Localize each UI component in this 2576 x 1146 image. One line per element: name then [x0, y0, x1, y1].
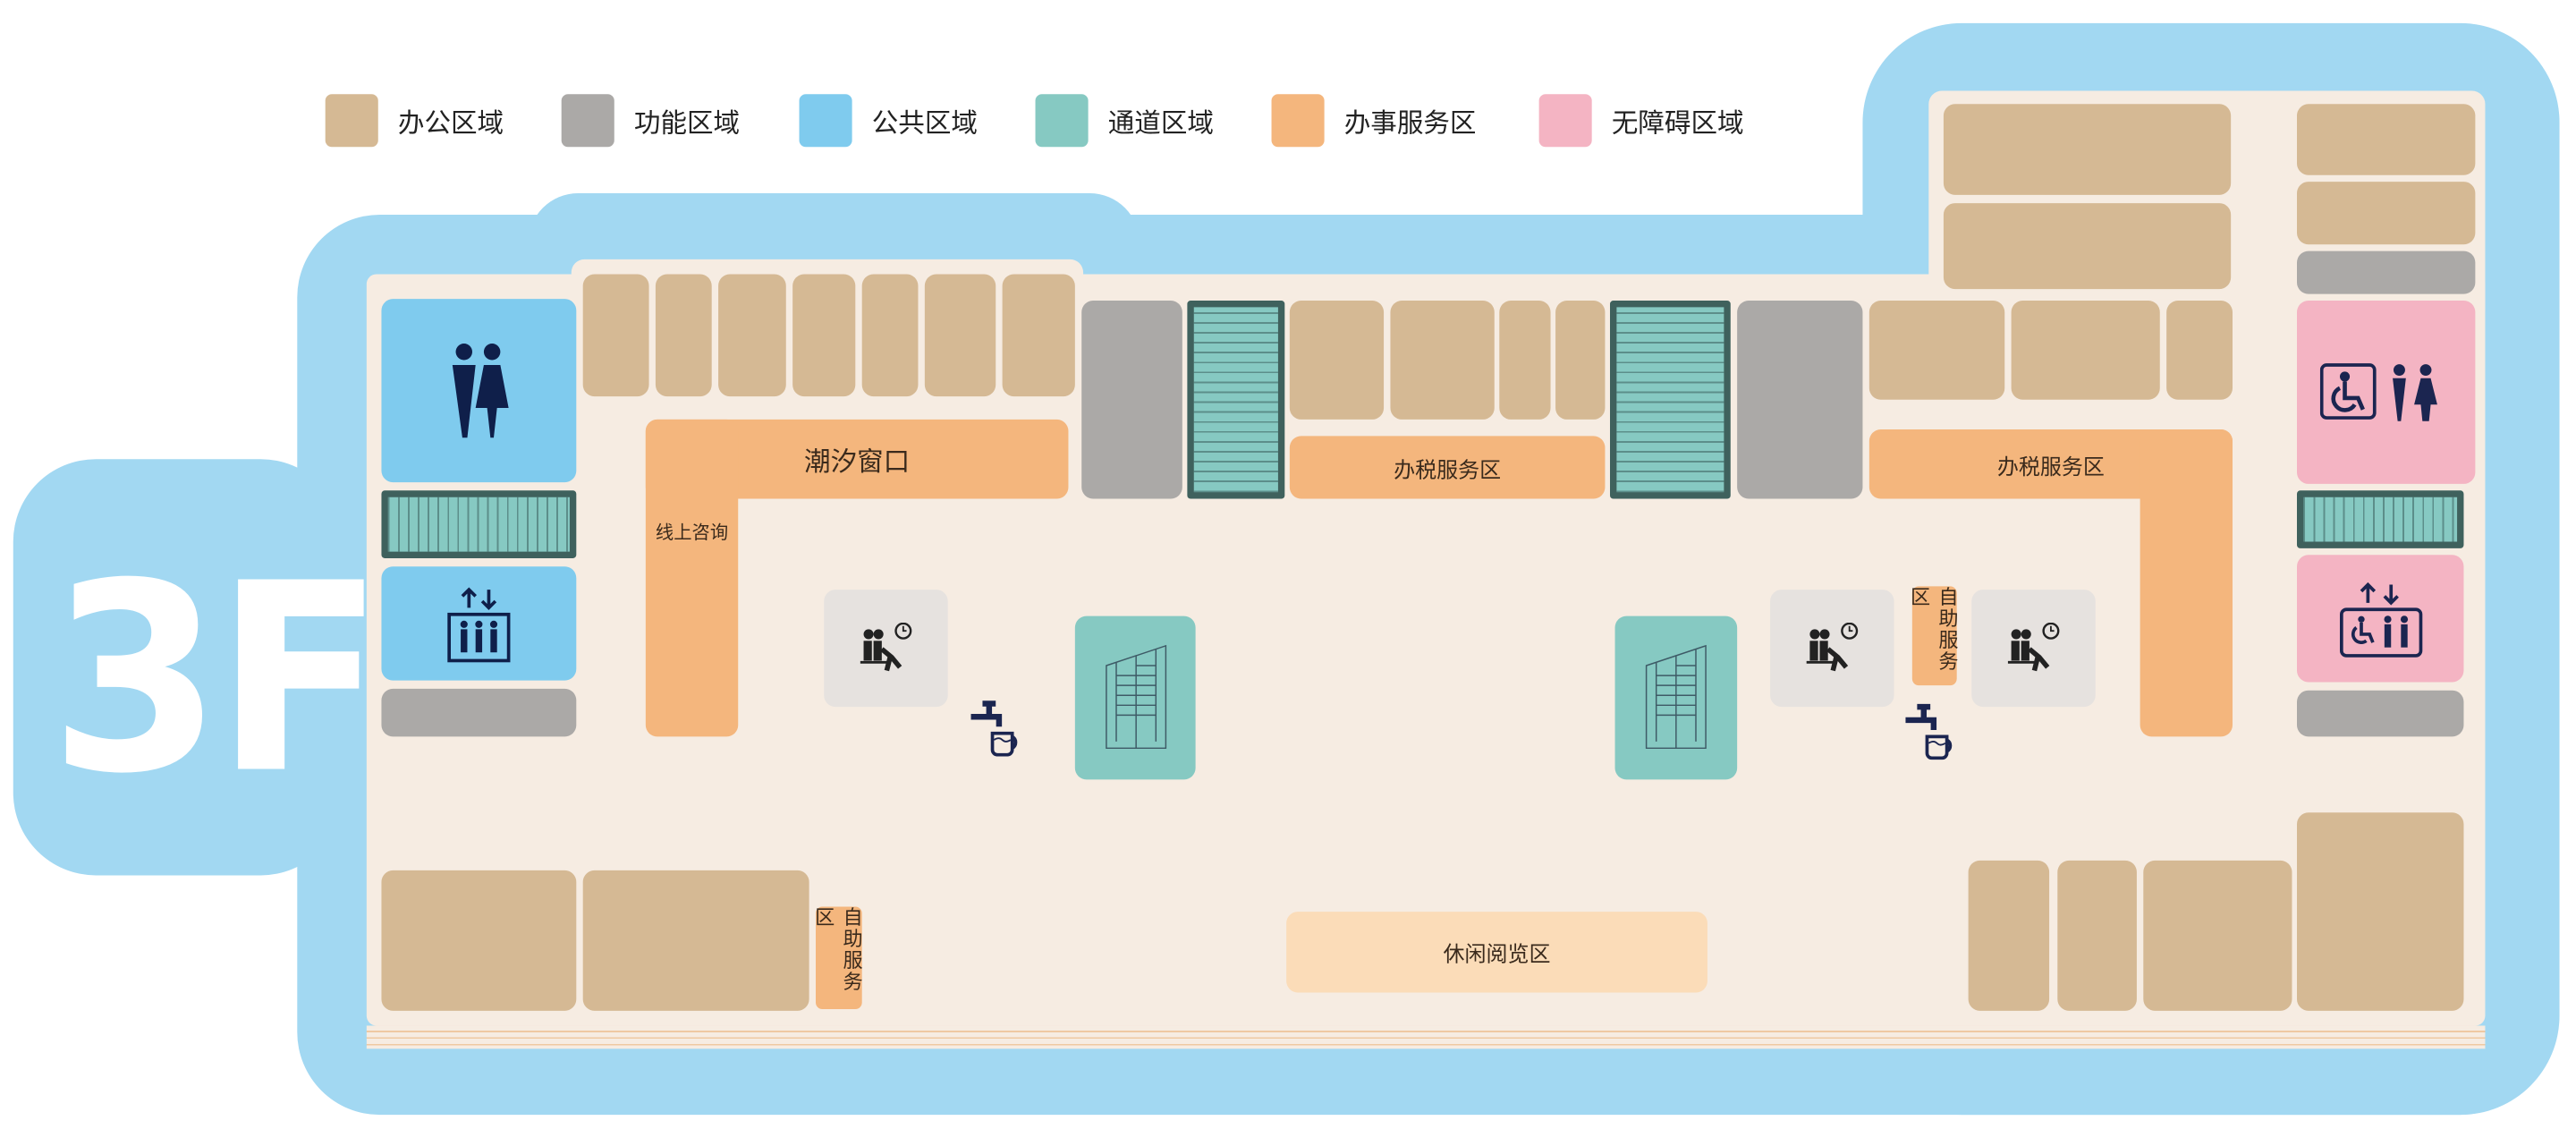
area-label: 休闲阅览区 — [1443, 943, 1551, 968]
waiting-area-icon — [1805, 622, 1858, 671]
legend-function: 功能区域 — [561, 94, 741, 148]
escalator-icon — [1645, 643, 1707, 749]
legend-label: 办事服务区 — [1343, 106, 1477, 140]
tax-service-area-wing — [2140, 429, 2233, 737]
legend-passage: 通道区域 — [1035, 94, 1214, 148]
online-consult-area: 线上咨询 — [645, 419, 739, 737]
escalator-icon — [1105, 643, 1166, 749]
area-label: 办税服务区 — [1996, 454, 2105, 480]
escalator — [1614, 615, 1738, 780]
restroom-icon — [452, 343, 509, 437]
office-room — [582, 274, 649, 397]
stairs-icon — [1187, 300, 1285, 499]
legend-swatch — [1538, 94, 1592, 148]
floor-number: 3F — [49, 529, 384, 832]
accessible-elevator-icon — [2339, 581, 2422, 657]
escalator — [1074, 615, 1196, 780]
office-room — [582, 870, 809, 1011]
office-room — [2057, 860, 2137, 1011]
waiting-area — [824, 590, 948, 708]
office-room — [2166, 300, 2233, 400]
office-room — [381, 870, 577, 1011]
office-room — [2143, 860, 2292, 1011]
office-room — [1555, 300, 1606, 420]
function-room — [1081, 300, 1182, 499]
area-label: 自助服务区 — [1908, 586, 1960, 673]
office-room — [2011, 300, 2160, 400]
legend-label: 功能区域 — [633, 106, 741, 140]
office-room — [1289, 300, 1385, 420]
accessible-elevator — [2296, 555, 2464, 683]
function-room — [2296, 250, 2476, 294]
function-room — [381, 688, 577, 737]
waiting-area-icon — [2006, 622, 2059, 671]
waiting-area — [1770, 590, 1894, 708]
self-service-area: 自助服务区 — [1908, 586, 1959, 686]
waiting-area-icon — [859, 622, 911, 671]
area-label: 自助服务区 — [812, 906, 864, 993]
function-room — [1737, 300, 1863, 499]
office-room — [792, 274, 856, 397]
legend-office: 办公区域 — [325, 94, 504, 148]
office-room — [1943, 203, 2232, 290]
office-room — [861, 274, 919, 397]
legend-label: 无障碍区域 — [1611, 106, 1744, 140]
self-service-area: 自助服务区 — [812, 906, 864, 1009]
elevator-icon — [447, 586, 511, 662]
water-dispenser-icon — [1905, 703, 1953, 760]
office-room — [1390, 300, 1495, 420]
restroom — [381, 299, 577, 483]
office-room — [1943, 104, 2232, 195]
stairs-icon — [1609, 300, 1731, 499]
water-dispenser-icon — [970, 700, 1018, 757]
legend-service: 办事服务区 — [1271, 94, 1477, 148]
floor-tab — [13, 459, 343, 876]
office-room — [2296, 182, 2476, 245]
elevator — [381, 566, 577, 681]
legend-label: 公共区域 — [871, 106, 978, 140]
accessible-restroom-icon — [2319, 362, 2437, 420]
waiting-area — [1971, 590, 2096, 708]
office-room — [2296, 104, 2476, 175]
office-room — [924, 274, 996, 397]
legend-swatch — [1271, 94, 1325, 148]
office-room — [1968, 860, 2050, 1011]
legend-swatch — [561, 94, 614, 148]
office-room — [1868, 300, 2005, 400]
stairs-icon — [381, 490, 577, 558]
legend-public: 公共区域 — [799, 94, 978, 148]
stairs-icon — [2296, 490, 2464, 548]
legend-swatch — [1035, 94, 1089, 148]
legend-label: 通道区域 — [1107, 106, 1214, 140]
floor-edge — [366, 1025, 2486, 1049]
office-room — [2296, 812, 2464, 1011]
legend-accessible: 无障碍区域 — [1538, 94, 1744, 148]
area-label: 潮汐窗口 — [804, 446, 911, 478]
function-room — [2296, 690, 2464, 737]
office-room — [655, 274, 712, 397]
legend-swatch — [799, 94, 852, 148]
tax-service-area: 办税服务区 — [1289, 436, 1606, 499]
office-room — [1002, 274, 1075, 397]
office-room — [718, 274, 786, 397]
reading-area: 休闲阅览区 — [1286, 912, 1707, 993]
legend-label: 办公区域 — [397, 106, 504, 140]
legend-swatch — [325, 94, 378, 148]
area-label: 线上咨询 — [655, 522, 729, 544]
area-label: 办税服务区 — [1394, 458, 1502, 483]
office-room — [1499, 300, 1551, 420]
accessible-restroom — [2296, 300, 2476, 484]
